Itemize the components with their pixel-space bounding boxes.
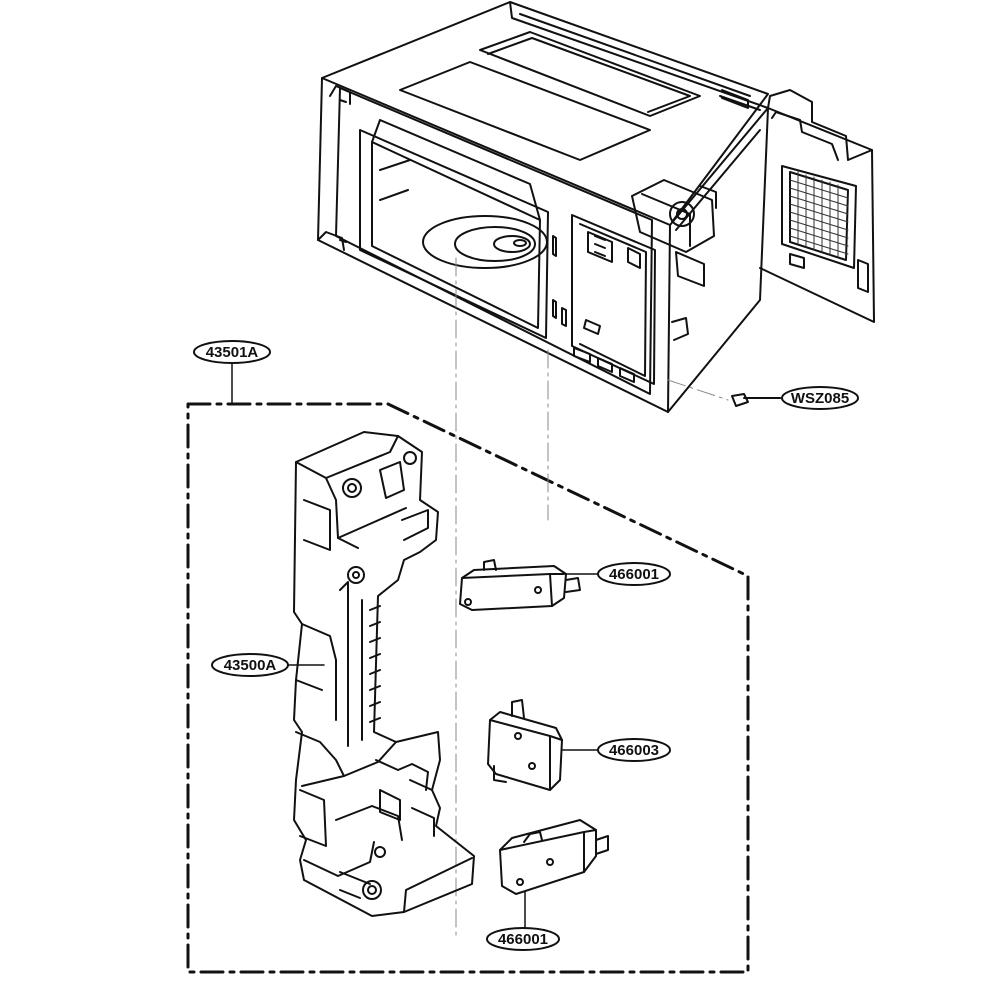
assembly-boundary [186,402,750,974]
callout-assembly: 43501A [193,340,271,364]
mounting-tab [329,85,351,105]
microwave-cavity [317,1,875,413]
part-number-43501a: 43501A [206,344,259,361]
part-number-43500a: 43500A [224,657,277,674]
callout-screw: WSZ085 [781,386,859,410]
microswitch-middle [487,699,563,791]
part-number-466003: 466003 [609,742,659,759]
mounting-tab [317,231,347,251]
part-number-wsz085: WSZ085 [791,390,849,407]
callout-switch-top: 466001 [597,562,671,586]
leader-lines [231,361,783,929]
alignment-lines [455,257,729,941]
microswitch-bottom [499,819,609,895]
callout-switch-bottom: 466001 [486,927,560,951]
microswitch-top [459,559,581,611]
door-latch-body [293,431,475,917]
screw-part [731,393,781,407]
callout-switch-middle: 466003 [597,738,671,762]
vent-grille [789,171,849,258]
part-number-466001-top: 466001 [609,566,659,583]
part-number-466001-bottom: 466001 [498,931,548,948]
callout-latch-body: 43500A [211,653,289,677]
